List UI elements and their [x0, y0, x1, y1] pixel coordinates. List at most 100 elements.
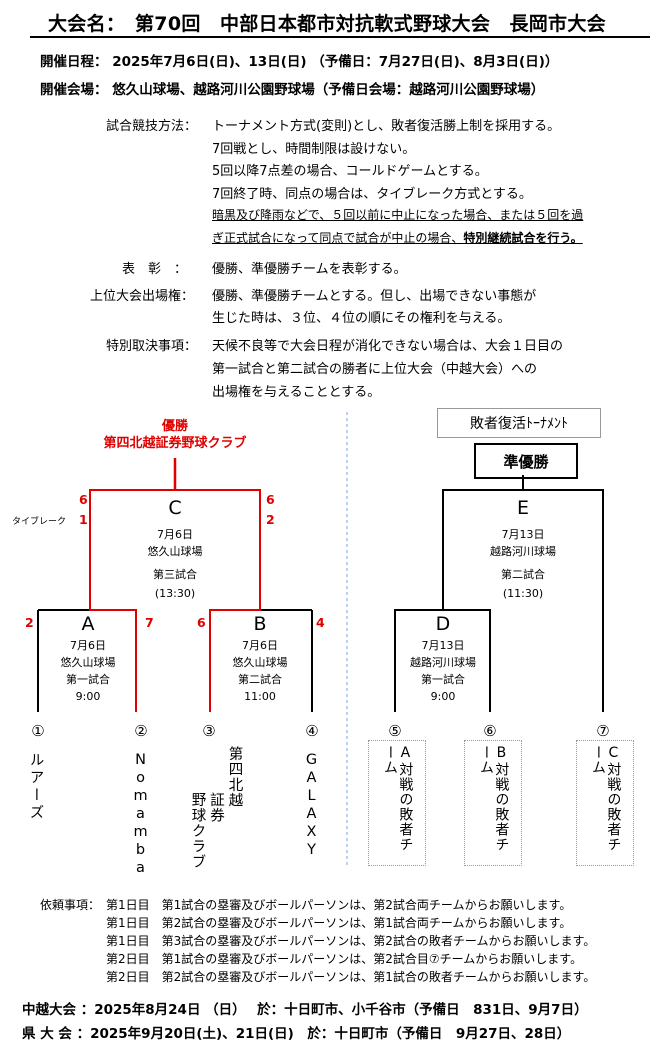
team-3: 第四 北越 証券 野球クラブ [189, 746, 243, 870]
method-line-1: トーナメント方式(変則)とし、敗者復活勝上制を採用する。 [212, 119, 561, 134]
slot-1: ① [31, 722, 45, 740]
page-title: 大会名： 第70回 中部日本都市対抗軟式野球大会 長岡市大会 [48, 13, 606, 35]
game-c-tb-right: 2 [266, 512, 275, 527]
game-a-score-left: 2 [25, 615, 34, 630]
method-line-6a: ぎ正式試合になって同点で試合が中止の場合、 [212, 231, 464, 245]
special-line-2: 第一試合と第二試合の勝者に上位大会（中越大会）への [212, 362, 538, 377]
game-b-date: 7月6日 [242, 639, 278, 652]
team-7-box: C対戦の敗者チーム [576, 740, 634, 866]
champion-team: 第四北越証券野球クラブ [103, 436, 247, 451]
team-3-col3: 野球クラブ [189, 746, 206, 870]
method-line-6: ぎ正式試合になって同点で試合が中止の場合、特別継続試合を行う。 [212, 229, 583, 246]
game-d-no: 第一試合 [421, 673, 465, 686]
win-path-right [175, 489, 261, 712]
game-d-date: 7月13日 [421, 639, 465, 652]
team-3-col1: 第四 北越 [226, 746, 243, 870]
note-line-4: 第2日目 第1試合の塁審及びボールパーソンは、第2試合目⑦チームからお願いします… [106, 952, 583, 966]
game-a-venue: 悠久山球場 [60, 656, 116, 669]
game-e-venue: 越路河川球場 [490, 545, 556, 558]
slot-7: ⑦ [596, 722, 610, 740]
note-line-1: 第1日目 第1試合の塁審及びボールパーソンは、第2試合両チームからお願いします。 [106, 898, 572, 912]
team-2: Nomamba [132, 752, 149, 878]
game-c-tb-left: 1 [79, 512, 88, 527]
slot-4: ④ [305, 722, 319, 740]
game-c-letter: C [168, 497, 182, 519]
team-3-part-c: 証券 [208, 792, 224, 823]
game-c-score-right: 6 [266, 492, 275, 507]
game-e-no: 第二試合 [501, 568, 545, 581]
game-c-no: 第三試合 [153, 568, 197, 581]
team-1: ルアーズ [27, 752, 44, 822]
team-6: B対戦の敗者チーム [478, 745, 510, 852]
game-d-venue: 越路河川球場 [410, 656, 476, 669]
slot-6: ⑥ [483, 722, 497, 740]
method-line-4: 7回終了時、同点の場合は、タイブレーク方式とする。 [212, 187, 532, 202]
venue-value: 悠久山球場、越路河川公園野球場（予備日会場：越路河川公園野球場） [112, 82, 545, 98]
team-3-part-a: 第四 [226, 746, 243, 777]
game-b-no: 第二試合 [238, 673, 282, 686]
game-d-letter: D [435, 613, 451, 635]
game-b-score-right: 4 [316, 615, 325, 630]
game-a-no: 第一試合 [66, 673, 110, 686]
game-c-time: (13:30) [154, 587, 196, 600]
line-d [394, 609, 491, 712]
team-5: A対戦の敗者チーム [382, 745, 414, 852]
game-a-time: 9:00 [75, 690, 101, 703]
note-line-5: 第2日目 第2試合の塁審及びボールパーソンは、第1試合の敗者チームからお願いしま… [106, 970, 596, 984]
loser-bracket-title: 敗者復活ﾄｰﾅﾒﾝﾄ [437, 408, 601, 438]
slot-5: ⑤ [388, 722, 402, 740]
method-line-6b: 特別継続試合を行う。 [463, 231, 583, 245]
game-d-time: 9:00 [430, 690, 456, 703]
method-label: 試合競技方法： [106, 119, 198, 134]
game-b-time: 11:00 [244, 690, 276, 703]
team-3-col2: 証券 [208, 746, 224, 870]
schedule-value: 2025年7月6日(日)、13日(日) （予備日：7月27日(日)、8月3日(日… [112, 54, 559, 70]
schedule-row: 開催日程： 2025年7月6日(日)、13日(日) （予備日：7月27日(日)、… [40, 50, 558, 70]
game-a-date: 7月6日 [70, 639, 106, 652]
special-line-1: 天候不良等で大会日程が消化できない場合は、大会１日目の [212, 339, 564, 354]
game-e-date: 7月13日 [501, 528, 545, 541]
win-path-left [89, 489, 175, 712]
game-b-letter: B [253, 613, 267, 635]
special-line-3: 出場権を与えることとする。 [212, 385, 381, 400]
game-b-venue: 悠久山球場 [232, 656, 288, 669]
upper-line-1: 優勝、準優勝チームとする。但し、出場できない事態が [212, 289, 537, 304]
method-line-5: 暗黒及び降雨などで、５回以前に中止になった場合、または５回を過 [212, 208, 584, 222]
champion-label: 優勝 [161, 419, 189, 434]
team-3-part-d: 野球クラブ [189, 792, 206, 870]
team-4: GALAXY [303, 752, 320, 860]
footer-line-2: 県 大 会 ：2025年9月20日(土)、21日(日) 於：十日町市（予備日 9… [22, 1026, 571, 1042]
upper-line-2: 生じた時は、３位、４位の順にその権利を与える。 [212, 311, 511, 326]
game-a-score-right: 7 [145, 615, 154, 630]
note-line-2: 第1日目 第2試合の塁審及びボールパーソンは、第1試合両チームからお願いします。 [106, 916, 572, 930]
title-underline [30, 36, 650, 38]
tiebreak-label: タイブレーク [12, 517, 67, 527]
slot-3: ③ [202, 722, 216, 740]
game-e-letter: E [516, 497, 530, 519]
notes-label: 依頼事項： [40, 898, 101, 912]
team-5-box: A対戦の敗者チーム [368, 740, 426, 866]
runner-up-box: 準優勝 [474, 443, 578, 479]
slot-2: ② [134, 722, 148, 740]
schedule-label: 開催日程： [40, 54, 108, 70]
method-line-2: 7回戦とし、時間制限は設けない。 [212, 142, 416, 157]
special-label: 特別取決事項： [106, 339, 198, 354]
footer-line-1: 中越大会 ：2025年8月24日 （日） 於：十日町市、小千谷市（予備日 831… [22, 1002, 588, 1018]
game-e-time: (11:30) [502, 587, 544, 600]
method-line-3: 5回以降7点差の場合、コールドゲームとする。 [212, 164, 488, 179]
upper-label: 上位大会出場権： [90, 289, 195, 304]
award-value: 優勝、準優勝チームを表彰する。 [212, 262, 407, 277]
team-7: C対戦の敗者チーム [590, 745, 622, 852]
note-line-3: 第1日目 第3試合の塁審及びボールパーソンは、第2試合の敗者チームからお願いしま… [106, 934, 596, 948]
game-c-venue: 悠久山球場 [147, 545, 203, 558]
team-6-box: B対戦の敗者チーム [464, 740, 522, 866]
game-c-score-left: 6 [79, 492, 88, 507]
game-c-date: 7月6日 [157, 528, 193, 541]
line-e [442, 489, 604, 712]
game-a-letter: A [81, 613, 95, 635]
award-label: 表 彰 ： [122, 262, 188, 277]
team-3-part-b: 北越 [226, 777, 243, 808]
game-b-score-left: 6 [197, 615, 206, 630]
venue-label: 開催会場： [40, 82, 108, 98]
